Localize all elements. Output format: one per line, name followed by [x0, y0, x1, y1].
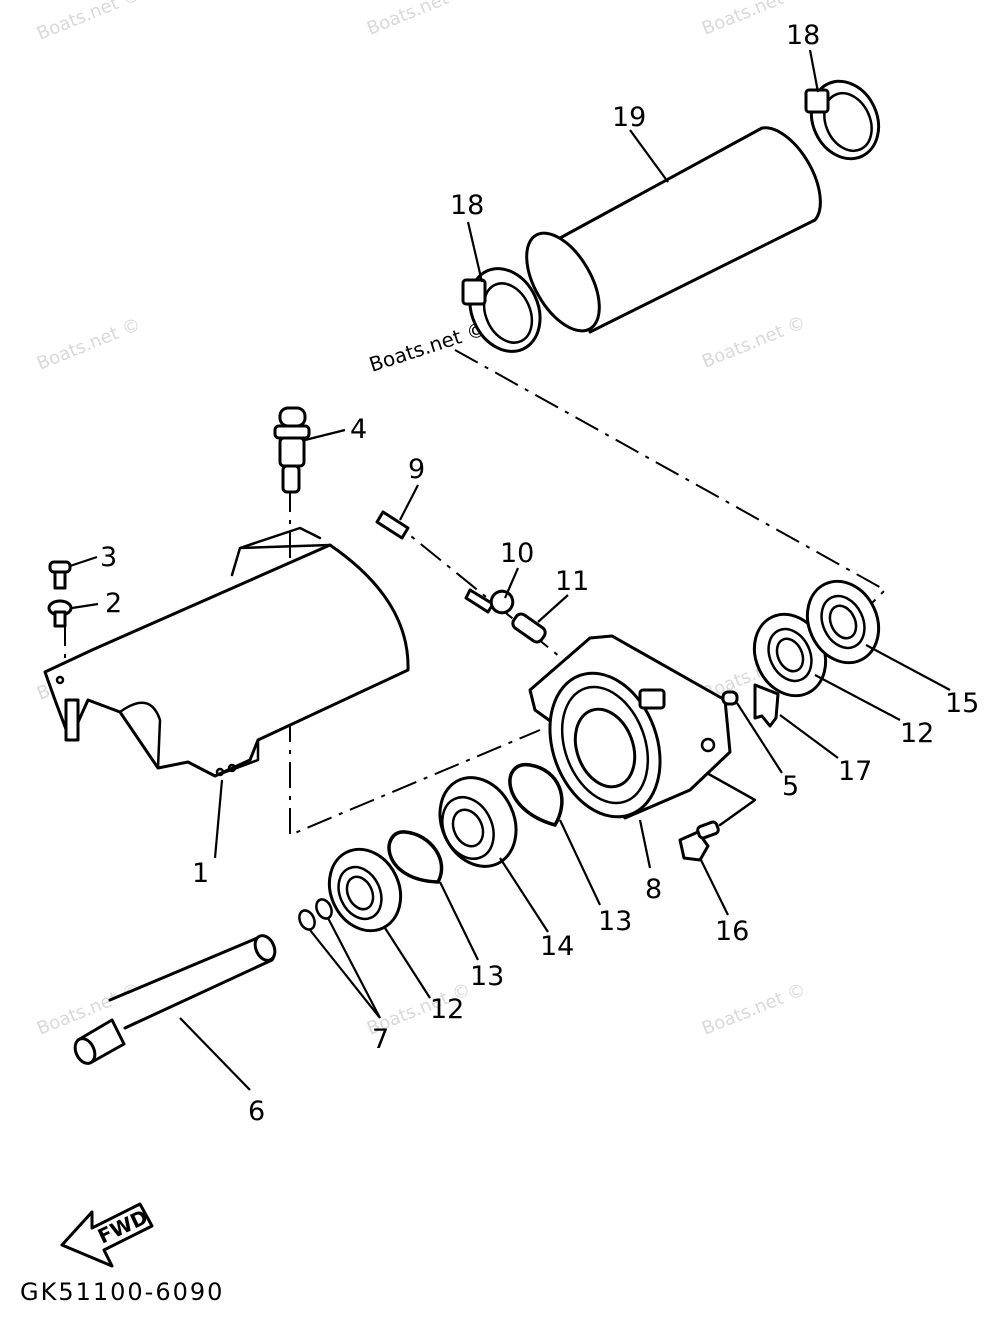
watermark: Boats.net ©	[364, 0, 474, 40]
callout-19: 19	[612, 102, 646, 133]
watermark: Boats.net ©	[699, 312, 809, 373]
callout-13-right: 13	[598, 906, 632, 937]
housing-8	[528, 634, 732, 820]
hose-19	[525, 126, 822, 334]
callout-14: 14	[540, 931, 574, 962]
callout-11: 11	[555, 566, 589, 597]
callout-17: 17	[838, 756, 872, 787]
callout-3: 3	[100, 542, 117, 573]
callouts: 18 19 18 4 9 3 2 10 11 15 12 17 5 1 8 13…	[100, 20, 979, 1127]
cover-1	[43, 526, 410, 778]
callout-12-lower: 12	[430, 994, 464, 1025]
callout-10: 10	[500, 538, 534, 569]
hose-clamp-18-top	[804, 79, 881, 161]
callout-1: 1	[192, 858, 209, 889]
callout-12-upper: 12	[900, 718, 934, 749]
callout-7: 7	[372, 1024, 389, 1055]
callout-2: 2	[105, 588, 122, 619]
washer-2	[47, 599, 73, 628]
watermark: Boats.net ©	[699, 979, 809, 1040]
circlip-13-right	[508, 763, 564, 827]
shaft-6	[73, 934, 277, 1065]
diagram-code: GK51100-6090	[20, 1278, 224, 1306]
plate-17	[753, 683, 780, 728]
pin-9	[375, 510, 495, 614]
callout-13-left: 13	[470, 961, 504, 992]
callout-4: 4	[350, 414, 367, 445]
fwd-arrow: FWD	[60, 1202, 154, 1268]
watermark: Boats.net ©	[34, 0, 144, 45]
bolt-16	[678, 820, 720, 862]
pin-5	[721, 690, 739, 706]
watermark: Boats.net ©	[34, 314, 144, 375]
watermarks: Boats.net © Boats.net © Boats.net © Boat…	[34, 0, 809, 1040]
oil-seal-15	[805, 579, 881, 665]
bearing-14	[438, 776, 518, 868]
bolt-4	[273, 406, 311, 494]
bolt-3	[48, 560, 72, 590]
oil-seal-12-lower	[327, 847, 403, 933]
callout-18-left: 18	[450, 190, 484, 221]
circlip-13-left	[387, 830, 444, 884]
watermark-dark: Boats.net ©	[366, 316, 489, 377]
callout-18-top: 18	[786, 20, 820, 51]
callout-6: 6	[248, 1096, 265, 1127]
callout-5: 5	[782, 771, 799, 802]
callout-8: 8	[645, 874, 662, 905]
oil-seal-12-upper	[752, 612, 828, 698]
fitting-11	[511, 612, 547, 644]
callout-16: 16	[715, 916, 749, 947]
callout-15: 15	[945, 688, 979, 719]
hose-clamp-18-left	[461, 267, 542, 353]
callout-9: 9	[408, 454, 425, 485]
o-rings-7	[298, 898, 333, 931]
clip-10	[489, 589, 515, 615]
leader-lines	[69, 49, 951, 1091]
